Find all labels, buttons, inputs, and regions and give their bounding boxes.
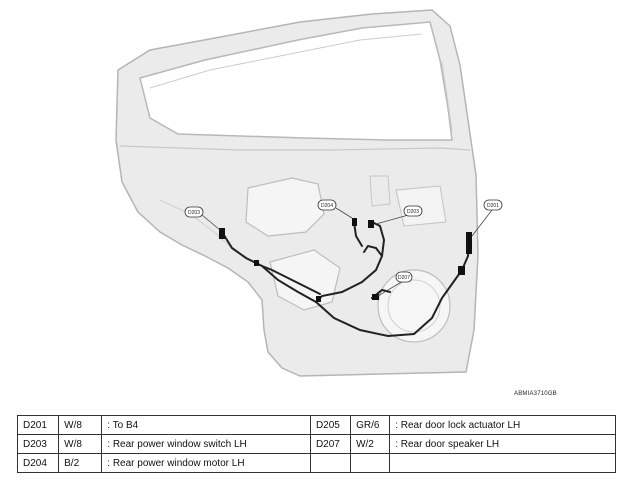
connector-description: : To B4	[101, 415, 311, 435]
wire-color: GR/6	[350, 415, 391, 435]
connector-id: D203	[16, 434, 60, 454]
callout-c3: D203	[403, 205, 423, 217]
wire-color: B/2	[58, 453, 103, 473]
connector-d203-left	[219, 228, 225, 239]
wire-color	[350, 453, 391, 473]
callout-c1: D203	[184, 206, 204, 218]
connector-description: : Rear door lock actuator LH	[389, 415, 616, 435]
table-row: D203 W/8 : Rear power window switch LH D…	[16, 434, 616, 454]
table-row: D204 B/2 : Rear power window motor LH	[16, 453, 616, 473]
wire-color: W/8	[58, 415, 103, 435]
connector-id	[309, 453, 352, 473]
callout-label: D203	[407, 209, 419, 215]
connector-table: D201 W/8 : To B4 D205 GR/6 : Rear door l…	[16, 415, 616, 473]
callout-label: D204	[321, 203, 333, 209]
wire-color: W/2	[350, 434, 391, 454]
callout-label: D201	[487, 203, 499, 209]
speaker-opening	[377, 269, 451, 343]
connector-id: D201	[16, 415, 60, 435]
connector-id: D207	[309, 434, 352, 454]
connector-description: : Rear power window motor LH	[101, 453, 311, 473]
connector-d207	[372, 294, 379, 300]
callout-c4: D201	[483, 199, 503, 211]
rear-door-harness-diagram: D203 D204 D203 D201 D207	[115, 9, 503, 377]
callout-c5: D207	[395, 271, 413, 283]
connector-id: D204	[16, 453, 60, 473]
connector-description: : Rear door speaker LH	[389, 434, 616, 454]
window-opening	[139, 21, 453, 141]
table-row: D201 W/8 : To B4 D205 GR/6 : Rear door l…	[16, 415, 616, 435]
service-cutout-upper	[245, 177, 325, 237]
connector-d203-right	[368, 220, 374, 228]
callout-label: D207	[398, 275, 410, 281]
connectors	[219, 218, 472, 302]
connector-d204	[352, 218, 357, 226]
connector-description	[389, 453, 616, 473]
callout-c2: D204	[317, 199, 337, 211]
connector-d201	[466, 232, 472, 254]
figure-id: ABMIA3710GB	[514, 391, 557, 397]
wire-color: W/8	[58, 434, 103, 454]
callout-label: D203	[188, 210, 200, 216]
connector-id: D205	[309, 415, 352, 435]
connector-description: : Rear power window switch LH	[101, 434, 311, 454]
